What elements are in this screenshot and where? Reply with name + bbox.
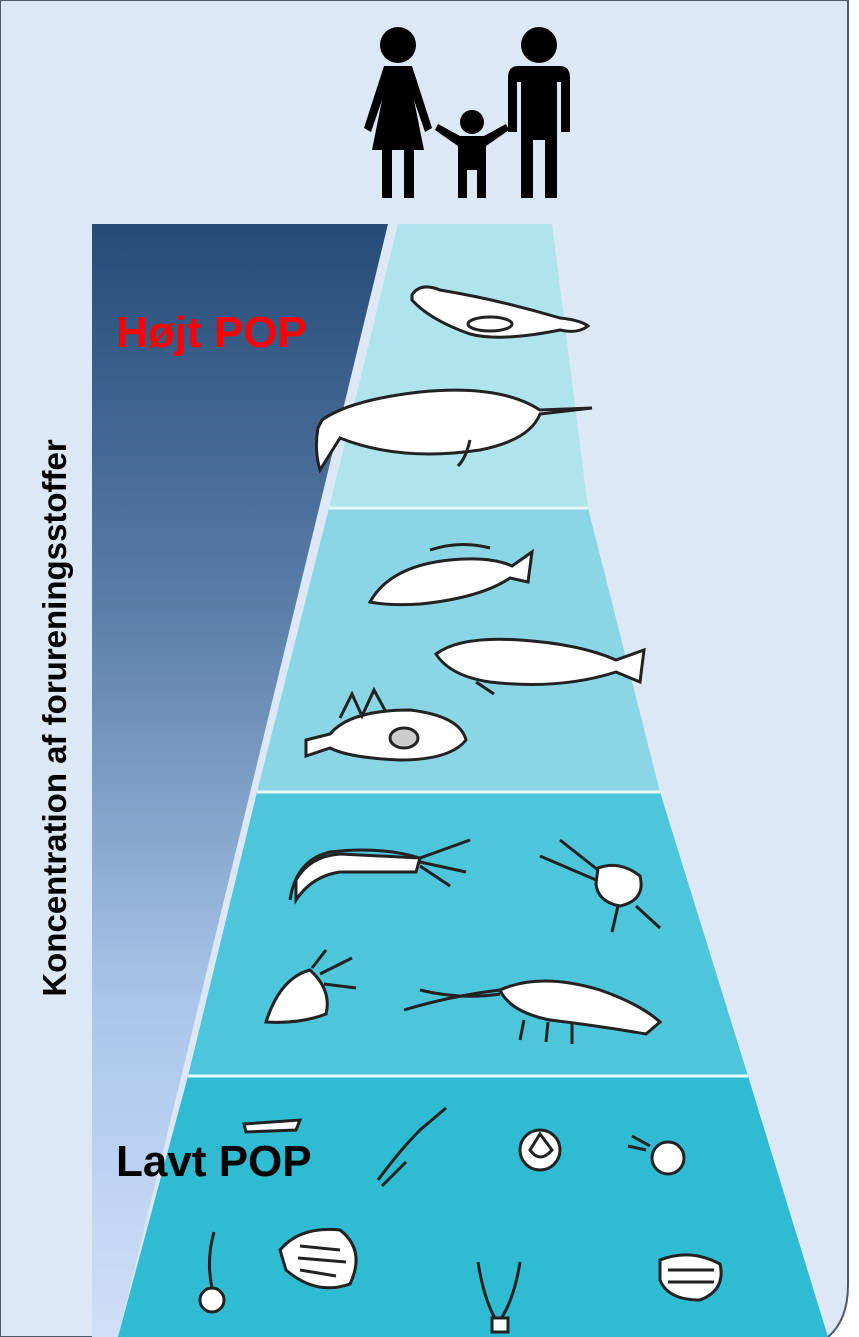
high-pop-label: Højt POP [116,303,307,363]
low-pop-label: Lavt POP [116,1132,312,1192]
concentration-axis-label: Koncentration af forureningsstoffer [36,439,74,996]
level-crustaceans [188,792,748,1076]
